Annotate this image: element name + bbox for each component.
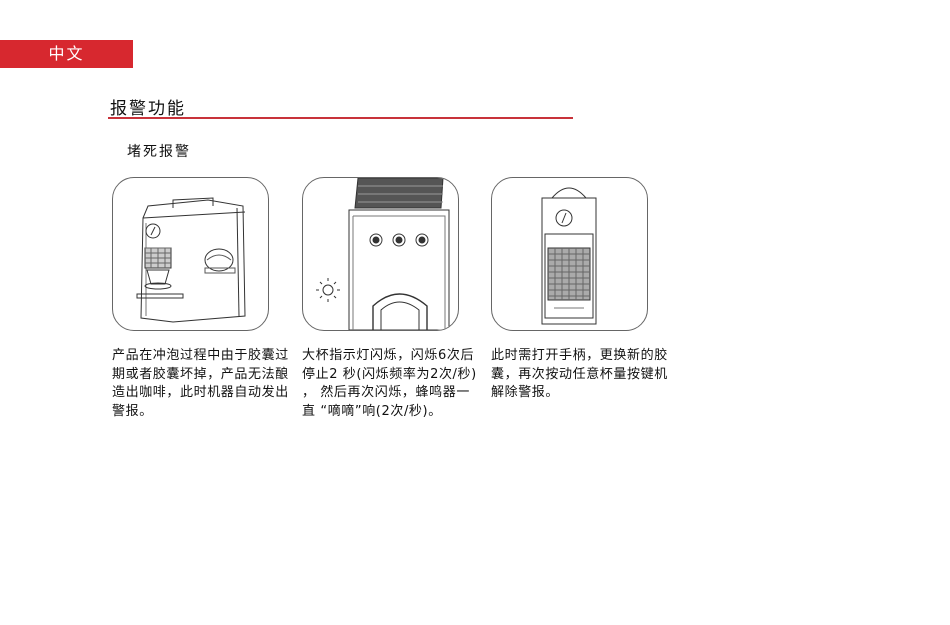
section-title: 报警功能: [110, 94, 186, 119]
subheading: 堵死报警: [127, 141, 191, 161]
language-tab[interactable]: 中文: [0, 40, 133, 68]
step-description-2: 大杯指示灯闪烁，闪烁6次后停止2 秒(闪烁频率为2次/秒) ， 然后再次闪烁，蜂…: [302, 347, 480, 421]
machine-front-illustration: [491, 177, 648, 331]
step-description-1: 产品在冲泡过程中由于胶囊过期或者胶囊坏掉，产品无法酿造出咖啡，此时机器自动发出警…: [112, 347, 290, 421]
step-description-3: 此时需打开手柄，更换新的胶囊，再次按动任意杯量按键机解除警报。: [491, 347, 669, 403]
machine-side-illustration: [112, 177, 269, 331]
control-panel-illustration: [302, 177, 459, 331]
title-divider: [108, 117, 573, 119]
